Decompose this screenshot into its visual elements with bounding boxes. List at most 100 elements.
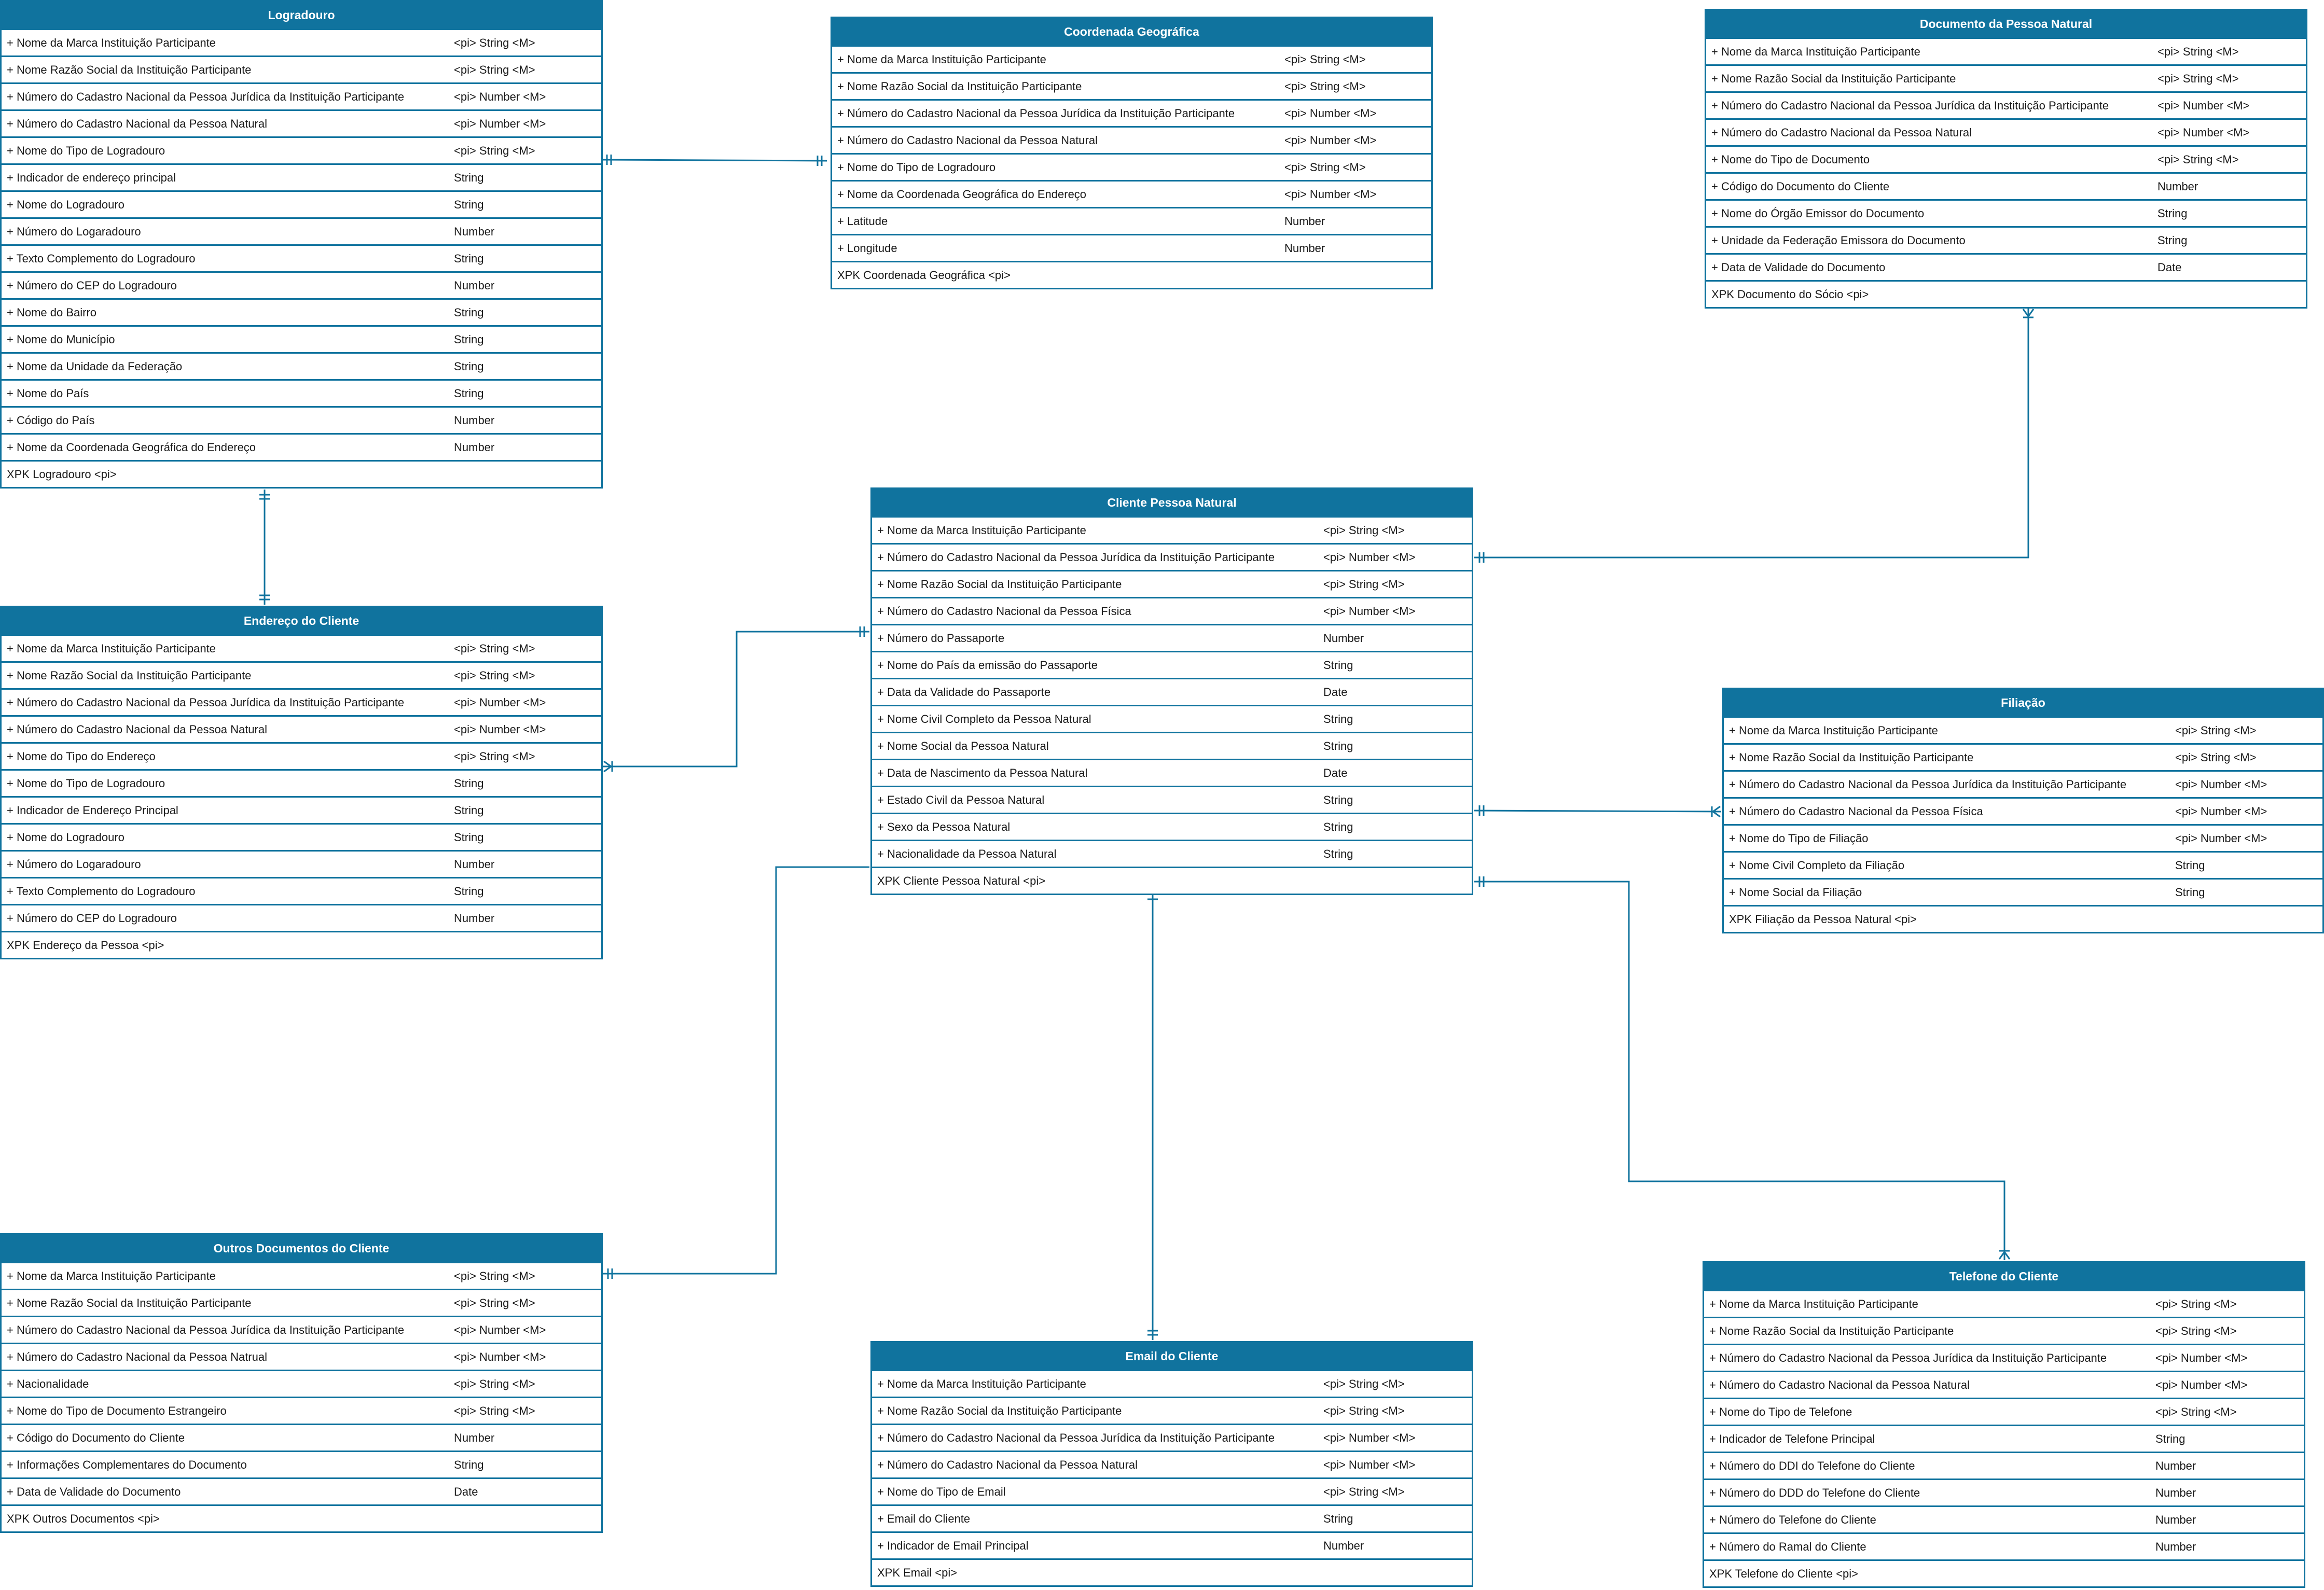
- attribute-row[interactable]: + Nome da Marca Instituição Participante…: [1724, 716, 2322, 743]
- attribute-row[interactable]: + Nome do Tipo de Filiação<pi> Number <M…: [1724, 824, 2322, 851]
- primary-key-row[interactable]: XPK Documento do Sócio <pi>: [1706, 280, 2306, 307]
- primary-key-row[interactable]: XPK Telefone do Cliente <pi>: [1704, 1559, 2304, 1586]
- attribute-row[interactable]: + Nome Razão Social da Instituição Parti…: [872, 1397, 1472, 1424]
- attribute-row[interactable]: + Nome da Marca Instituição Participante…: [832, 45, 1431, 72]
- attribute-row[interactable]: + Nome da Coordenada Geográfica do Ender…: [832, 180, 1431, 207]
- attribute-row[interactable]: + Número do Cadastro Nacional da Pessoa …: [1706, 91, 2306, 118]
- attribute-row[interactable]: + Nome do Tipo de Telefone<pi> String <M…: [1704, 1398, 2304, 1425]
- attribute-row[interactable]: + Número do Cadastro Nacional da Pessoa …: [2, 82, 601, 109]
- attribute-row[interactable]: + Nome Razão Social da Instituição Parti…: [872, 570, 1472, 597]
- attribute-row[interactable]: + Nome Razão Social da Instituição Parti…: [2, 1289, 601, 1316]
- attribute-row[interactable]: + Nacionalidade<pi> String <M>: [2, 1370, 601, 1397]
- attribute-row[interactable]: + Número do Cadastro Nacional da Pessoa …: [872, 1450, 1472, 1477]
- attribute-row[interactable]: + Nome da Marca Instituição Participante…: [1704, 1290, 2304, 1317]
- attribute-row[interactable]: + Unidade da Federação Emissora do Docum…: [1706, 226, 2306, 253]
- attribute-row[interactable]: + Nome da Coordenada Geográfica do Ender…: [2, 433, 601, 460]
- attribute-row[interactable]: + Número do Cadastro Nacional da Pessoa …: [2, 1316, 601, 1343]
- attribute-row[interactable]: + Nome da Marca Instituição Participante…: [872, 516, 1472, 543]
- attribute-row[interactable]: + Número do Cadastro Nacional da Pessoa …: [1724, 770, 2322, 797]
- primary-key-row[interactable]: XPK Coordenada Geográfica <pi>: [832, 261, 1431, 288]
- attribute-row[interactable]: + Número do Cadastro Nacional da Pessoa …: [872, 597, 1472, 624]
- attribute-row[interactable]: + Nome do Tipo de Email<pi> String <M>: [872, 1477, 1472, 1504]
- primary-key-row[interactable]: XPK Filiação da Pessoa Natural <pi>: [1724, 905, 2322, 932]
- entity-logradouro[interactable]: Logradouro+ Nome da Marca Instituição Pa…: [0, 0, 603, 489]
- primary-key-row[interactable]: XPK Cliente Pessoa Natural <pi>: [872, 867, 1472, 894]
- attribute-row[interactable]: + Nome da Marca Instituição Participante…: [2, 634, 601, 661]
- attribute-row[interactable]: + Número do Cadastro Nacional da Pessoa …: [1706, 118, 2306, 145]
- attribute-row[interactable]: + Número do Cadastro Nacional da Pessoa …: [872, 543, 1472, 570]
- attribute-row[interactable]: + Número do Cadastro Nacional da Pessoa …: [872, 1424, 1472, 1450]
- primary-key-row[interactable]: XPK Endereço da Pessoa <pi>: [2, 931, 601, 958]
- primary-key-row[interactable]: XPK Email <pi>: [872, 1558, 1472, 1585]
- attribute-row[interactable]: + Número do Cadastro Nacional da Pessoa …: [2, 109, 601, 136]
- attribute-row[interactable]: + Nome do Tipo de Documento Estrangeiro<…: [2, 1397, 601, 1424]
- attribute-row[interactable]: + Número do Cadastro Nacional da Pessoa …: [2, 715, 601, 742]
- attribute-row[interactable]: + Número do Cadastro Nacional da Pessoa …: [2, 688, 601, 715]
- attribute-row[interactable]: + Nome do Tipo de Documento<pi> String <…: [1706, 145, 2306, 172]
- entity-coordenada-geografica[interactable]: Coordenada Geográfica+ Nome da Marca Ins…: [831, 17, 1433, 289]
- attribute-row[interactable]: + Informações Complementares do Document…: [2, 1450, 601, 1477]
- primary-key-row[interactable]: XPK Logradouro <pi>: [2, 460, 601, 487]
- attribute-row[interactable]: + Número do Cadastro Nacional da Pessoa …: [2, 1343, 601, 1370]
- attribute-row[interactable]: + Número do Cadastro Nacional da Pessoa …: [1704, 1344, 2304, 1371]
- attribute-row[interactable]: + Nome do Tipo do Endereço<pi> String <M…: [2, 742, 601, 769]
- attribute-row[interactable]: + Nome Razão Social da Instituição Parti…: [2, 661, 601, 688]
- entity-endereco-cliente[interactable]: Endereço do Cliente+ Nome da Marca Insti…: [0, 606, 603, 959]
- primary-key-row[interactable]: XPK Outros Documentos <pi>: [2, 1504, 601, 1531]
- attribute-row[interactable]: + Nome da Marca Instituição Participante…: [872, 1370, 1472, 1397]
- attribute-row[interactable]: + Nome da Marca Instituição Participante…: [2, 1262, 601, 1289]
- entity-outros-documentos[interactable]: Outros Documentos do Cliente+ Nome da Ma…: [0, 1233, 603, 1533]
- attribute-row[interactable]: + Número do Cadastro Nacional da Pessoa …: [832, 99, 1431, 126]
- attribute-row[interactable]: + Nome do Tipo de Logradouro<pi> String …: [2, 136, 601, 163]
- entity-cliente-pessoa-natural[interactable]: Cliente Pessoa Natural+ Nome da Marca In…: [870, 487, 1473, 895]
- attribute-row[interactable]: + Nome Razão Social da Instituição Parti…: [832, 72, 1431, 99]
- attribute-row[interactable]: + Número do Cadastro Nacional da Pessoa …: [1704, 1371, 2304, 1398]
- attribute-row[interactable]: + Nome do Tipo de Logradouro<pi> String …: [832, 153, 1431, 180]
- attribute-row[interactable]: + Número do Cadastro Nacional da Pessoa …: [832, 126, 1431, 153]
- attribute-row[interactable]: + Nome Razão Social da Instituição Parti…: [1704, 1317, 2304, 1344]
- attribute-row[interactable]: + Nome Razão Social da Instituição Parti…: [2, 55, 601, 82]
- attribute-row[interactable]: + Nome da Marca Instituição Participante…: [2, 29, 601, 55]
- entity-documento-pessoa-natural[interactable]: Documento da Pessoa Natural+ Nome da Mar…: [1705, 9, 2307, 309]
- attribute-row[interactable]: + Nome da Marca Instituição Participante…: [1706, 37, 2306, 64]
